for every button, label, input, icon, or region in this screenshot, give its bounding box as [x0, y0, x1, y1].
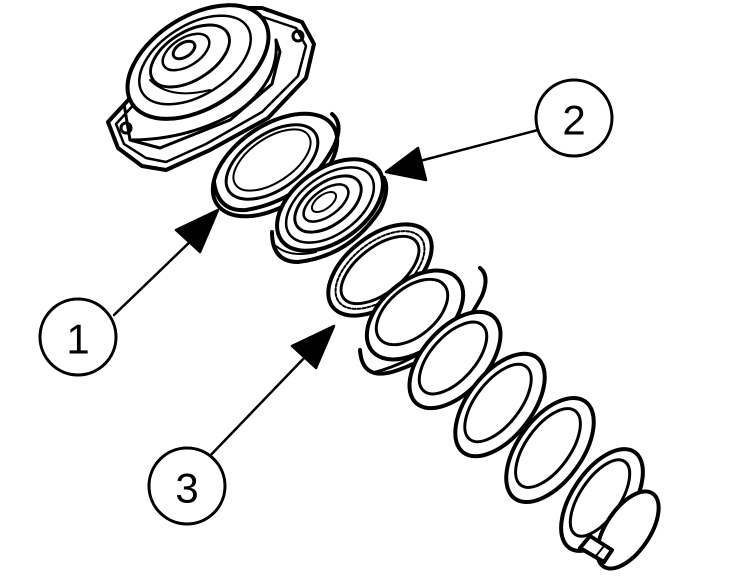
leader-line-1: [112, 208, 220, 317]
callout-2-label: 2: [562, 97, 585, 144]
callout-3-label: 3: [175, 465, 198, 512]
leader-line-3: [204, 324, 336, 462]
bearing: [270, 157, 389, 264]
callout-1-label: 1: [66, 316, 89, 363]
leader-line-2: [384, 128, 540, 182]
coil-spring: [358, 266, 661, 571]
upper-strut-mount: [106, 3, 316, 172]
callout-2: 2: [534, 78, 614, 158]
callout-3: 3: [147, 446, 227, 526]
callout-1: 1: [38, 297, 118, 377]
